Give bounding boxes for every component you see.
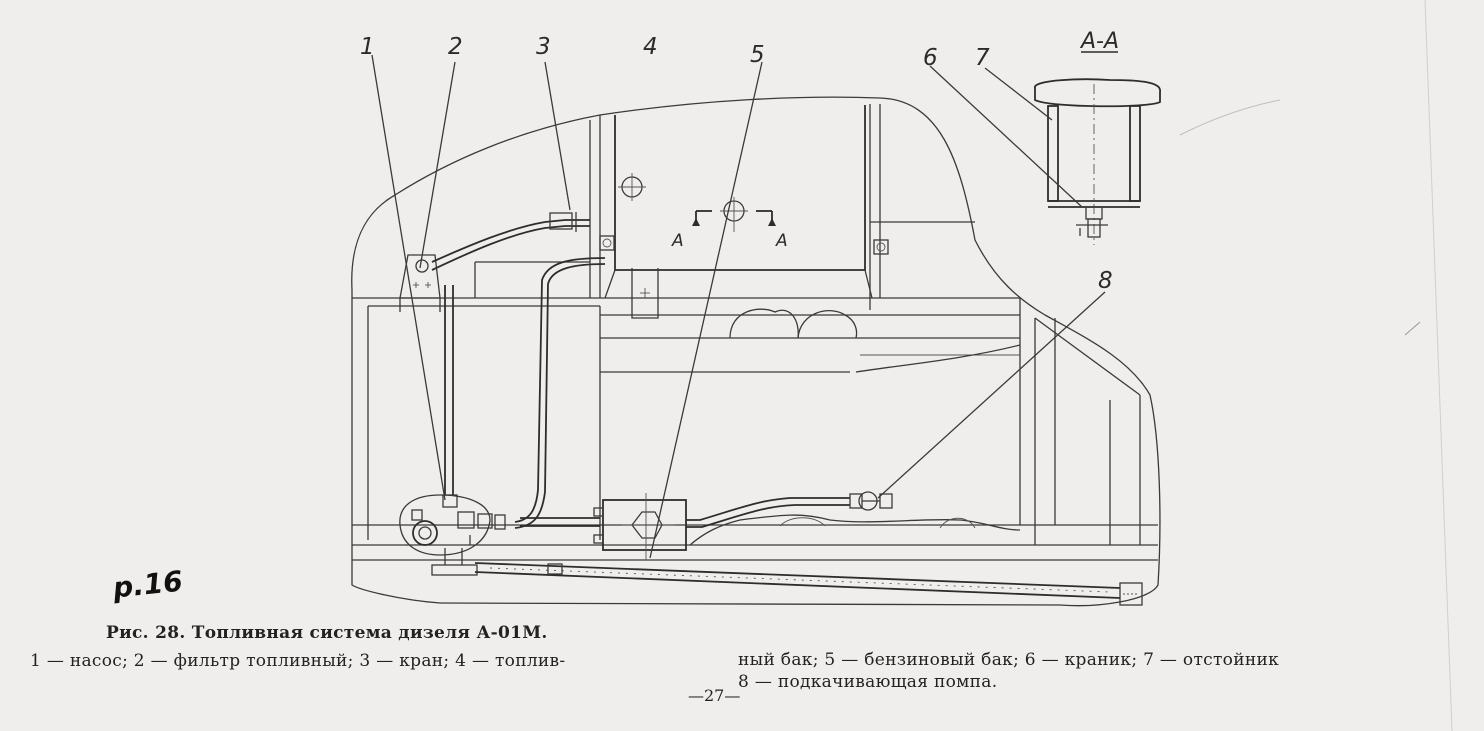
chassis-frame [352, 104, 1158, 561]
callout-3: 3 [536, 34, 551, 60]
figure-legend-right-2: 8 — подкачивающая помпа. [738, 672, 998, 692]
fuel-pump [399, 494, 506, 576]
callout-4: 4 [643, 34, 658, 60]
fuel-lines [431, 212, 850, 529]
engine-block [689, 308, 1021, 546]
callout-1: 1 [360, 34, 375, 60]
fuel-filter [399, 254, 441, 312]
engine-hood-outline [351, 96, 1161, 607]
cut-mark-right: А [775, 231, 788, 251]
callout-labels: 1 2 3 4 5 6 7 8 А-А А А [360, 29, 1119, 294]
page-number: —27— [688, 686, 741, 705]
callout-2: 2 [448, 34, 463, 60]
callout-5: 5 [750, 42, 765, 68]
petrol-tank [593, 493, 687, 560]
cut-mark-left: А [671, 231, 684, 251]
callout-leaders [371, 54, 1106, 559]
callout-6: 6 [923, 45, 938, 71]
figure-legend-right-1: ный бак; 5 — бензиновый бак; 6 — краник;… [738, 650, 1280, 670]
section-label: А-А [1079, 29, 1119, 54]
fuel-tank [599, 105, 889, 319]
sediment-bowl-section [1034, 78, 1161, 245]
callout-8: 8 [1098, 268, 1113, 294]
figure-caption-title: Рис. 28. Топливная система дизеля А-01М. [106, 623, 548, 643]
figure-legend-left: 1 — насос; 2 — фильтр топливный; 3 — кра… [30, 651, 566, 671]
callout-7: 7 [975, 45, 990, 71]
priming-pump [849, 491, 893, 511]
drain-rod [474, 562, 1143, 606]
